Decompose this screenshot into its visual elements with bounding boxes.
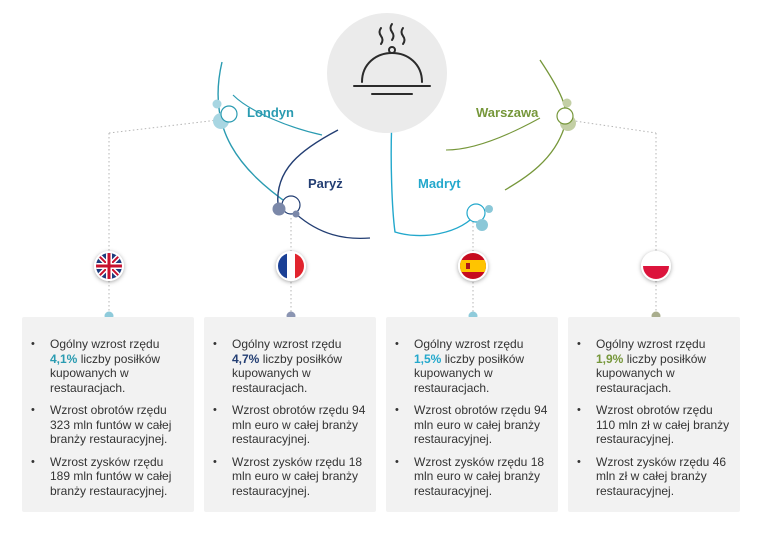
connector-dotted-warsaw-h [567,119,657,134]
bullet-item: Wzrost obrotów rzędu 94 mln euro w całej… [213,403,366,447]
bullet-item: Wzrost zysków rzędu 18 mln euro w całej … [395,454,548,499]
bullet-text: Wzrost zysków rzędu 46 mln zł w całej br… [596,454,727,498]
city-label-warsaw: Warszawa [476,105,539,120]
node-paris-small [292,210,300,218]
card-madrid: Ogólny wzrost rzędu 1,5% liczby posiłków… [386,317,558,512]
node-madrid-large [476,219,488,231]
highlight-percent: 1,9% [596,351,624,366]
bullet-text: liczby posiłków kupowanych w restauracja… [414,351,525,395]
highlight-percent: 4,1% [50,351,78,366]
bullet-item: Wzrost obrotów rzędu 110 mln zł w całej … [577,403,730,447]
poland-flag-icon [641,251,671,281]
connector-dotted-london-h [108,119,219,134]
arc-warsaw-inner [445,117,541,151]
bullet-list: Ogólny wzrost rzędu 4,1% liczby posiłków… [22,317,194,498]
arc-london-inner [232,94,323,136]
center-circle [327,13,447,133]
bullet-list: Ogólny wzrost rzędu 4,7% liczby posiłków… [204,317,376,498]
uk-flag-icon [94,251,124,281]
bullet-text: Wzrost obrotów rzędu 323 mln funtów w ca… [50,403,172,446]
bullet-item: Wzrost zysków rzędu 46 mln zł w całej br… [577,454,730,499]
bullet-text: Ogólny wzrost rzędu [50,337,160,351]
bullet-item: Wzrost obrotów rzędu 94 mln euro w całej… [395,403,548,447]
bullet-text: Wzrost obrotów rzędu 94 mln euro w całej… [414,403,548,446]
bullet-item: Ogólny wzrost rzędu 1,5% liczby posiłków… [395,337,548,395]
highlight-percent: 4,7% [232,351,260,366]
node-london-ring [220,105,238,123]
node-paris-large [272,202,286,216]
arc-madrid [390,117,479,237]
arc-paris [277,129,339,206]
bullet-text: Ogólny wzrost rzędu [596,337,706,351]
bullet-list: Ogólny wzrost rzędu 1,9% liczby posiłków… [568,317,740,498]
city-label-madrid: Madryt [418,176,461,191]
arc-warsaw [504,59,567,191]
bullet-text: Wzrost zysków rzędu 189 mln funtów w cał… [50,454,172,498]
node-madrid-small [485,205,493,213]
bullet-text: Ogólny wzrost rzędu [232,337,342,351]
bullet-item: Wzrost obrotów rzędu 323 mln funtów w ca… [31,403,184,447]
city-label-london: Londyn [247,105,294,120]
bullet-text: Wzrost zysków rzędu 18 mln euro w całej … [232,454,363,498]
bullet-text: Wzrost zysków rzędu 18 mln euro w całej … [414,454,545,498]
node-madrid-ring [466,203,486,223]
bullet-text: Wzrost obrotów rzędu 110 mln zł w całej … [596,403,730,446]
bullet-text: Wzrost obrotów rzędu 94 mln euro w całej… [232,403,366,446]
bullet-item: Ogólny wzrost rzędu 4,1% liczby posiłków… [31,337,184,395]
node-london-small [212,99,222,109]
bullet-item: Ogólny wzrost rzędu 1,9% liczby posiłków… [577,337,730,395]
france-flag-icon [276,251,306,281]
card-paris: Ogólny wzrost rzędu 4,7% liczby posiłków… [204,317,376,512]
bullet-text: liczby posiłków kupowanych w restauracja… [232,351,343,395]
card-warsaw: Ogólny wzrost rzędu 1,9% liczby posiłków… [568,317,740,512]
serving-cloche-icon [353,23,431,95]
bullet-item: Ogólny wzrost rzędu 4,7% liczby posiłków… [213,337,366,395]
spain-flag-icon [458,251,488,281]
bullet-text: Ogólny wzrost rzędu [414,337,524,351]
node-warsaw-small [562,98,572,108]
bullet-text: liczby posiłków kupowanych w restauracja… [50,351,161,395]
node-warsaw-ring [556,107,574,125]
bullet-item: Wzrost zysków rzędu 18 mln euro w całej … [213,454,366,499]
arc-london [217,61,291,206]
highlight-percent: 1,5% [414,351,442,366]
city-label-paris: Paryż [308,176,343,191]
card-london: Ogólny wzrost rzędu 4,1% liczby posiłków… [22,317,194,512]
arc-paris-lower [295,213,371,239]
bullet-list: Ogólny wzrost rzędu 1,5% liczby posiłków… [386,317,558,498]
bullet-item: Wzrost zysków rzędu 189 mln funtów w cał… [31,454,184,499]
bullet-text: liczby posiłków kupowanych w restauracja… [596,351,707,395]
